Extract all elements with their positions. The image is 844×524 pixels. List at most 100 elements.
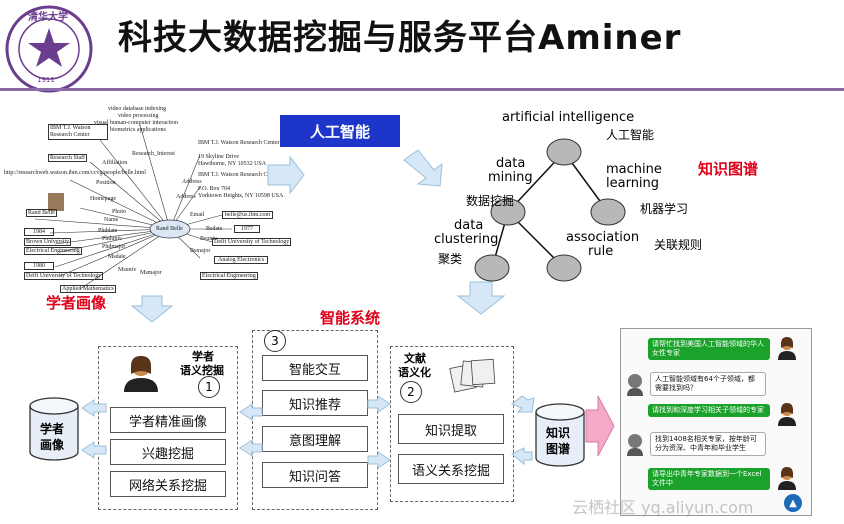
system-item[interactable]: 智能交互 xyxy=(262,355,368,381)
system-step-number: 3 xyxy=(264,330,286,352)
profile-node: http://researchweb.watson.ibm.com/ccvg/p… xyxy=(4,170,146,176)
chat-message: 人工智能领域有64个子领域，都需要找到吗？ xyxy=(650,372,766,396)
profile-node: P.O. Box 704 xyxy=(198,186,231,192)
assistant-avatar xyxy=(627,374,643,396)
profile-node: IBM T.J. Watson Research Center xyxy=(198,172,280,178)
logo-text: 清华大学 xyxy=(28,12,68,23)
scholar-item[interactable]: 学者精准画像 xyxy=(110,407,226,433)
knowledge-db-icon xyxy=(535,403,585,467)
knowledge-tree xyxy=(474,138,626,282)
system-item[interactable]: 意图理解 xyxy=(262,426,368,452)
profile-node: 1984 xyxy=(24,228,54,236)
scholar-db-label-2: 画像 xyxy=(40,438,65,452)
system-item[interactable]: 知识推荐 xyxy=(262,390,368,416)
edge-label: Name xyxy=(104,217,119,223)
profile-node: 1977 xyxy=(234,225,260,233)
ai-box: 人工智能 xyxy=(280,115,400,147)
profile-node: 1980 xyxy=(24,262,54,270)
profile-node: Research Staff xyxy=(48,154,88,162)
doc-header-2: 语义化 xyxy=(398,366,431,379)
scholar-header-2: 语义挖掘 xyxy=(180,364,224,377)
title-divider xyxy=(0,88,844,91)
edge-label: Research_Interest xyxy=(132,151,175,157)
edge-label: Msdate xyxy=(108,254,126,260)
profile-node: Delft University of Technology xyxy=(24,272,104,280)
edge-label: Phdmajor xyxy=(102,244,126,250)
tree-ml-en-2: learning xyxy=(606,176,660,191)
profile-node: Rand Belle xyxy=(26,209,57,217)
tree-dm-en-1: data xyxy=(496,156,526,171)
tree-ar-en-1: association xyxy=(566,230,640,245)
intelligent-system-label: 智能系统 xyxy=(320,309,381,327)
doc-item[interactable]: 语义关系挖掘 xyxy=(398,454,504,484)
document-semantic-group xyxy=(390,346,514,502)
profile-node: 19 Skyline Drive xyxy=(198,154,239,160)
knowledge-db-label-1: 知识 xyxy=(546,426,571,440)
tree-dc-en-2: clustering xyxy=(434,232,499,247)
profile-node: visual human-computer interaction xyxy=(94,120,178,126)
profile-node: Brown University xyxy=(24,238,72,246)
profile-node: IBM T.J. Watson Research Center xyxy=(198,140,280,146)
tree-root-zh: 人工智能 xyxy=(606,128,655,142)
watermark: 云栖社区 yq.aliyun.com xyxy=(572,498,754,517)
scholar-db-label-1: 学者 xyxy=(40,422,65,436)
tree-dm-en-2: mining xyxy=(488,170,533,185)
scroll-up-icon[interactable]: ▲ xyxy=(784,494,802,512)
edge-label: Bsuniv xyxy=(200,236,218,242)
profile-node: biometrics applications xyxy=(110,127,166,133)
doc-item[interactable]: 知识提取 xyxy=(398,414,504,444)
tree-dc-en-1: data xyxy=(454,218,484,233)
profile-node: Delft University of Technology xyxy=(212,238,292,246)
edge-label: Photo xyxy=(112,209,127,215)
chat-message: 请找到和深度学习相关子领域的专家 xyxy=(648,404,770,417)
edge-label: Address xyxy=(182,179,202,185)
profile-node: Yorktown Heights, NY 10598 USA xyxy=(198,193,284,199)
scholar-db-icon xyxy=(29,397,79,461)
user-avatar xyxy=(778,403,796,426)
tree-root-en: artificial intelligence xyxy=(502,110,635,125)
tsinghua-logo xyxy=(5,5,93,93)
chat-message: 请导出中青年专家数据到一个Excel文件中 xyxy=(648,468,770,490)
knowledge-graph-label: 知识图谱 xyxy=(698,160,759,178)
edge-label: Phduniv xyxy=(102,236,123,242)
edge-label: Address xyxy=(176,194,196,200)
scholar-header-1: 学者 xyxy=(192,350,214,363)
page-title: 科技大数据挖掘与服务平台Aminer xyxy=(118,18,682,58)
edge-label: Homepage xyxy=(90,196,116,202)
logo-year: 1911 xyxy=(37,76,55,84)
edge-label: Bsmajor xyxy=(190,248,211,254)
knowledge-db-label-2: 图谱 xyxy=(546,442,571,456)
edge-label: Bsdate xyxy=(206,226,223,232)
user-avatar xyxy=(778,337,796,360)
profile-node: Analog Electronics xyxy=(214,256,269,264)
edge-label: Position xyxy=(96,180,116,186)
tree-ar-en-2: rule xyxy=(588,244,614,259)
doc-step-number: 2 xyxy=(400,381,422,403)
tree-dc-zh: 聚类 xyxy=(438,252,463,266)
profile-node: Electrical Engineering xyxy=(200,272,258,280)
assistant-avatar xyxy=(627,434,643,456)
profile-node: video processing xyxy=(118,113,159,119)
scholar-step-number: 1 xyxy=(198,376,220,398)
edge-label: Msmajor xyxy=(140,270,162,276)
profile-node: belle@us.ibm.com xyxy=(222,211,274,219)
profile-node: IBM T.J. Watson Research Center xyxy=(48,124,108,140)
tree-ml-zh: 机器学习 xyxy=(640,202,689,216)
scholar-portrait-label: 学者画像 xyxy=(46,294,107,312)
documents-icon xyxy=(449,358,496,393)
scholar-mining-group xyxy=(98,346,238,510)
doc-header-1: 文献 xyxy=(404,352,426,365)
chat-message: 请帮忙找到美国人工智能领域的华人女性专家 xyxy=(648,338,770,360)
tree-dm-zh: 数据挖掘 xyxy=(466,194,515,208)
scholar-item[interactable]: 网络关系挖掘 xyxy=(110,471,226,497)
chat-message: 找到1408名相关专家，按年龄可分为资深、中青年和毕业学生 xyxy=(650,432,766,456)
scholar-item[interactable]: 兴趣挖掘 xyxy=(110,439,226,465)
user-avatar xyxy=(778,467,796,490)
system-item[interactable]: 知识问答 xyxy=(262,462,368,488)
profile-node: video database indexing xyxy=(108,106,166,112)
edge-label: Phddate xyxy=(98,228,118,234)
profile-node: Applied Mathematics xyxy=(60,285,116,293)
edge-label: Email xyxy=(190,212,205,218)
